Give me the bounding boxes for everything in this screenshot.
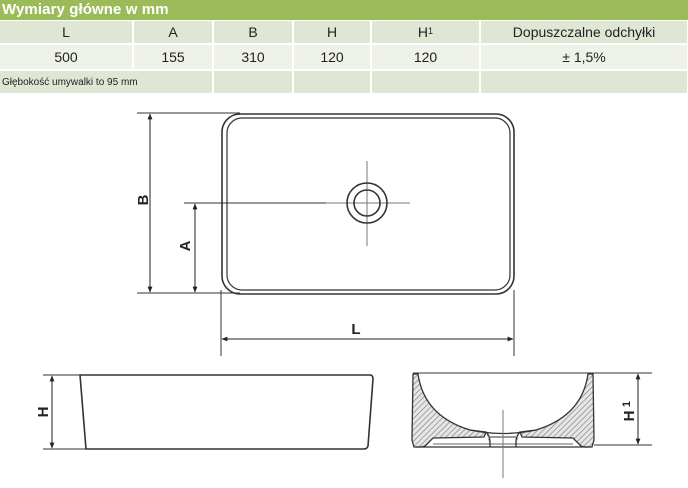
value-tolerance: ± 1,5% (480, 44, 688, 71)
section-view: H 1 (411, 372, 652, 478)
side-view: H (35, 374, 374, 450)
value-A: 155 (133, 44, 214, 71)
header-tolerance: Dopuszczalne odchyłki (480, 21, 688, 45)
svg-text:1: 1 (621, 401, 633, 407)
value-B: 310 (213, 44, 294, 71)
table-row: 500 155 310 120 120 ± 1,5% (0, 44, 688, 71)
header-B: B (213, 21, 294, 45)
header-H: H (293, 21, 372, 45)
depth-note: Głębokość umywalki to 95 mm (0, 70, 214, 95)
top-view: B A L (135, 112, 515, 356)
svg-text:H: H (621, 411, 638, 422)
dim-label-L: L (351, 321, 360, 338)
dim-label-A: A (177, 240, 194, 251)
header-A: A (133, 21, 214, 45)
dimensions-table: L A B H H1 Dopuszczalne odchyłki 500 155… (0, 21, 688, 95)
table-note-row: Głębokość umywalki to 95 mm (0, 70, 688, 95)
header-L: L (0, 21, 134, 45)
page-title: Wymiary główne w mm (2, 1, 169, 18)
title-bar: Wymiary główne w mm (0, 0, 688, 20)
value-L: 500 (0, 44, 134, 71)
header-H1: H1 (371, 21, 481, 45)
value-H1: 120 (371, 44, 481, 71)
dim-label-H1: H 1 (621, 401, 638, 421)
table-header-row: L A B H H1 Dopuszczalne odchyłki (0, 21, 688, 45)
dim-label-B: B (135, 194, 152, 205)
value-H: 120 (293, 44, 372, 71)
dim-label-H: H (35, 407, 52, 418)
